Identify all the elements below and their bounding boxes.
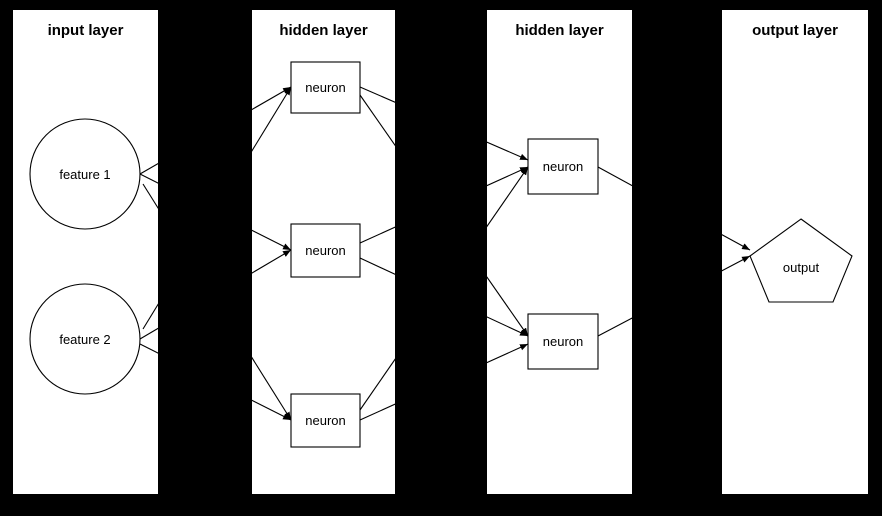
output-layer-nodes: output xyxy=(749,218,853,303)
node-hidden1-neuron-1[interactable] xyxy=(290,61,361,114)
node-output[interactable] xyxy=(749,218,853,303)
layer-title-hidden-2: hidden layer xyxy=(515,22,604,39)
node-hidden2-neuron-2[interactable] xyxy=(527,313,599,370)
node-hidden2-neuron-1-label: neuron xyxy=(543,159,583,174)
layer-title-hidden-1: hidden layer xyxy=(279,22,368,39)
node-hidden2-neuron-1[interactable] xyxy=(527,138,599,195)
input-layer-nodes: feature 1 feature 2 xyxy=(29,118,141,395)
panel-hidden-2 xyxy=(487,10,632,494)
layer-title-output: output layer xyxy=(752,22,838,39)
layer-panels xyxy=(13,10,868,494)
edges-group xyxy=(139,86,751,421)
node-hidden1-neuron-3[interactable] xyxy=(290,393,361,448)
node-hidden1-neuron-2-label: neuron xyxy=(305,243,345,258)
node-hidden1-neuron-1-label: neuron xyxy=(305,80,345,95)
node-output-label: output xyxy=(783,260,820,275)
node-feature-1[interactable] xyxy=(29,118,141,230)
hidden-layer-2-nodes: neuron neuron xyxy=(527,138,599,370)
node-hidden1-neuron-3-label: neuron xyxy=(305,413,345,428)
node-hidden2-neuron-2-label: neuron xyxy=(543,334,583,349)
node-feature-2[interactable] xyxy=(29,283,141,395)
node-hidden1-neuron-2[interactable] xyxy=(290,223,361,278)
panel-input xyxy=(13,10,158,494)
hidden-layer-1-nodes: neuron neuron neuron xyxy=(290,61,361,448)
node-feature-2-label: feature 2 xyxy=(59,332,110,347)
node-feature-1-label: feature 1 xyxy=(59,167,110,182)
layer-title-input: input layer xyxy=(47,22,124,39)
